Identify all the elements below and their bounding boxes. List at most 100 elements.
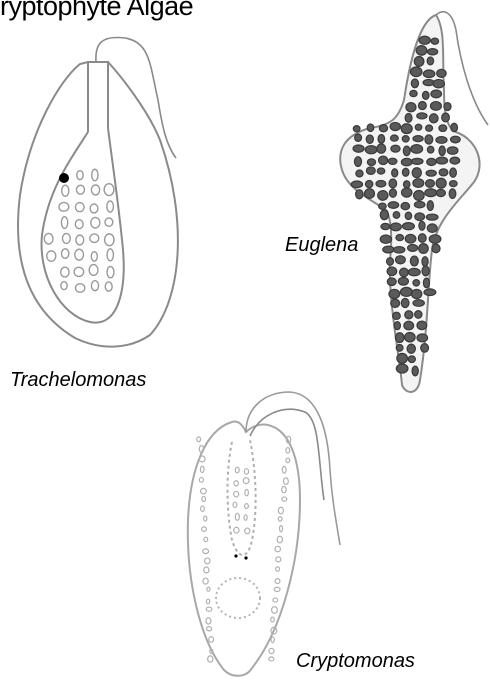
organelle-speckle — [207, 627, 212, 631]
organelle-speckle — [398, 277, 408, 285]
organelle-speckle — [388, 158, 397, 164]
organelle-speckle — [276, 557, 281, 562]
organelle-speckle — [422, 266, 429, 276]
organelle-speckle — [61, 217, 67, 229]
organelle-speckle — [403, 181, 409, 188]
organelle-speckle — [282, 487, 287, 493]
organelle-speckle — [366, 135, 373, 144]
organelle-speckle — [405, 234, 416, 243]
organelle-speckle — [245, 528, 250, 534]
organelle-speckle — [439, 146, 445, 155]
organelle-speckle — [62, 185, 69, 196]
organelle-speckle — [436, 178, 446, 188]
organelle-speckle — [439, 125, 447, 132]
organelle-speckle — [396, 256, 406, 264]
organelle-speckle — [405, 113, 412, 122]
organelle-speckle — [427, 57, 434, 65]
organelle-speckle — [234, 527, 239, 533]
organelle-speckle — [91, 281, 98, 291]
organelle-speckle — [396, 364, 408, 373]
organelle-speckle — [90, 204, 98, 213]
organelle-speckle — [450, 157, 460, 164]
organelle-speckle — [204, 567, 209, 573]
organelle-speckle — [61, 267, 69, 277]
organelle-speckle — [391, 299, 400, 307]
organelle-speckle — [419, 36, 430, 44]
organelle-speckle — [426, 125, 433, 131]
organelle-speckle — [59, 202, 69, 211]
organelle-speckle — [390, 135, 398, 141]
organelle-speckle — [367, 159, 375, 166]
organelle-speckle — [201, 506, 205, 512]
organelle-speckle — [354, 157, 361, 167]
organelle-speckle — [282, 497, 287, 501]
organelle-speckle — [278, 507, 283, 514]
organelle-speckle — [203, 549, 209, 554]
organelle-speckle — [447, 147, 458, 155]
organelle-speckle — [380, 210, 388, 220]
trachelomonas-drawing — [18, 37, 178, 346]
organelle-speckle — [401, 124, 412, 134]
organelle-speckle — [209, 637, 214, 643]
organelle-speckle — [403, 146, 410, 156]
euglena-drawing — [340, 12, 488, 392]
label-euglena: Euglena — [285, 234, 358, 257]
organelle-speckle — [451, 123, 458, 131]
organelle-speckle — [395, 333, 404, 343]
organelle-speckle — [367, 124, 374, 132]
organelle-speckle — [424, 289, 436, 296]
organelle-speckle — [376, 180, 386, 187]
organelle-speckle — [430, 102, 441, 111]
organelle-speckle — [426, 214, 438, 220]
organelle-speckle — [61, 282, 67, 290]
organelle-speckle — [407, 344, 415, 353]
organelle-speckle — [366, 167, 375, 175]
organelle-speckle — [243, 478, 249, 484]
organelle-speckle — [75, 203, 84, 212]
organelle-speckle — [429, 114, 438, 123]
organelle-speckle — [412, 366, 418, 376]
organelle-speckle — [427, 158, 436, 165]
organelle-speckle — [353, 126, 360, 132]
organelle-speckle — [107, 266, 114, 277]
organelle-speckle — [378, 134, 385, 143]
organelle-speckle — [396, 235, 404, 241]
organelle-speckle — [205, 558, 210, 564]
organelle-speckle — [90, 234, 99, 243]
organelle-speckle — [365, 180, 372, 187]
organelle-speckle — [431, 90, 442, 98]
organelle-speckle — [412, 289, 422, 298]
organelle-speckle — [379, 125, 387, 132]
organelle-speckle — [442, 113, 450, 122]
organelle-speckle — [418, 234, 426, 243]
organelle-speckle — [394, 322, 400, 330]
organelle-speckle — [276, 567, 280, 571]
organelle-speckle — [414, 201, 425, 207]
organelle-speckle — [427, 146, 434, 153]
organelle-speckle — [393, 312, 401, 319]
organelle-speckle — [379, 156, 388, 164]
organelle-speckle — [423, 70, 435, 78]
organelle-speckle — [269, 648, 274, 653]
organelle-speckle — [436, 189, 445, 196]
organelle-speckle — [286, 448, 290, 453]
organelle-speckle — [414, 56, 424, 66]
organelle-speckle — [402, 136, 409, 142]
organelle-speckle — [427, 224, 437, 233]
organelle-speckle — [390, 223, 401, 231]
organelle-speckle — [405, 311, 413, 319]
organelle-speckle — [425, 135, 433, 144]
organelle-speckle — [415, 311, 422, 319]
organelle-speckle — [425, 180, 434, 188]
organelle-speckle — [280, 525, 283, 531]
organelle-speckle — [233, 502, 237, 507]
organelle-speckle — [402, 223, 414, 230]
organelle-speckle — [381, 223, 390, 229]
organelle-speckle — [417, 321, 427, 330]
organelle-speckle — [272, 607, 278, 614]
organelle-speckle — [413, 280, 420, 286]
organelle-speckle — [208, 656, 213, 662]
organelle-speckle — [201, 488, 207, 494]
organelle-speckle — [206, 618, 211, 624]
